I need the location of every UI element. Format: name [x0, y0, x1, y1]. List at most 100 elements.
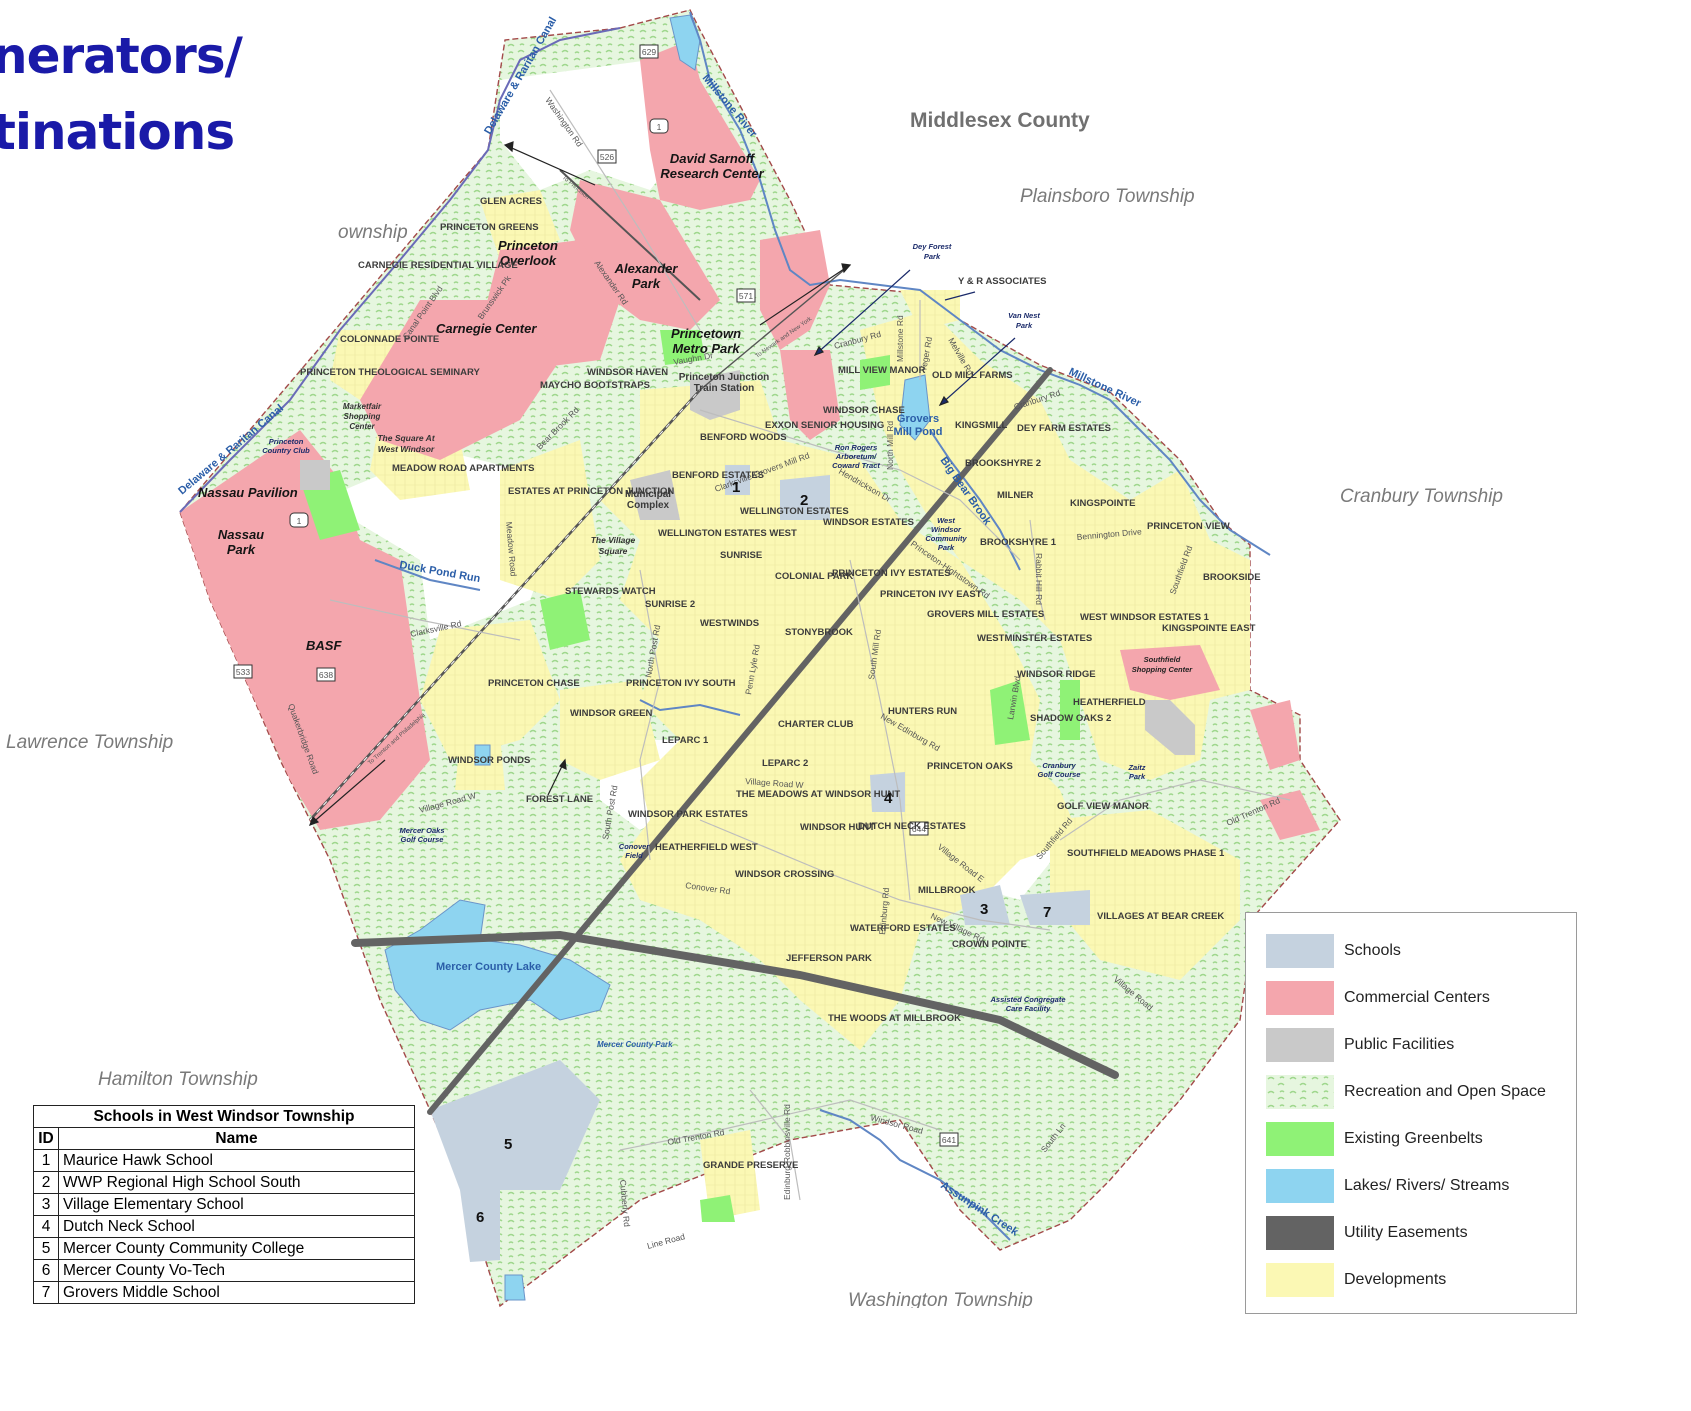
nb-label: SUNRISE: [720, 550, 762, 561]
nb-label: MILNER: [997, 490, 1034, 501]
legend-swatch: [1266, 934, 1334, 968]
neighbor-labels: Middlesex County Plainsboro Township Cra…: [6, 109, 1503, 1308]
svg-text:Meadow Road: Meadow Road: [504, 521, 519, 577]
nb-label: WINDSOR CROSSING: [735, 869, 834, 880]
legend-item-commercial: Commercial Centers: [1266, 980, 1490, 1016]
nb-label: SHADOW OAKS 2: [1030, 713, 1111, 724]
legend-item-utility: Utility Easements: [1266, 1215, 1468, 1251]
nb-label: PRINCETON CHASE: [488, 678, 580, 689]
svg-text:Village Road W: Village Road W: [745, 776, 804, 790]
label-township-partial: ownship: [338, 222, 408, 243]
nb-label: BROOKSIDE: [1203, 572, 1261, 583]
svg-text:Line Road: Line Road: [646, 1231, 686, 1251]
svg-text:644: 644: [912, 824, 926, 834]
township-map: 629 1 526 571 1 533 638 644 641 Middlese…: [6, 9, 1503, 1308]
title-line-2: tinations: [0, 103, 235, 161]
nb-label: MILLBROOK: [918, 885, 976, 896]
label-plainsboro: Plainsboro Township: [1020, 186, 1195, 207]
nb-label: HUNTERS RUN: [888, 706, 957, 717]
shield-icon: 1: [649, 118, 669, 134]
nb-label: WINDSOR HAVEN: [587, 367, 668, 378]
streams: [374, 11, 1271, 1241]
nb-label: WESTWINDS: [700, 618, 759, 629]
nb-label: WELLINGTON ESTATES WEST: [658, 528, 797, 539]
map-legend: Schools Commercial Centers Public Facili…: [1245, 912, 1577, 1314]
column-header-id: ID: [33, 1127, 59, 1150]
neighborhood-labels: GLEN ACRES PRINCETON GREENS CARNEGIE RES…: [300, 196, 1261, 1171]
school-markers: 1 2 3 4 5 6 7: [476, 479, 1051, 1226]
school-marker: 5: [504, 1136, 512, 1153]
nb-label: BENFORD ESTATES: [672, 470, 764, 481]
legend-item-developments: Developments: [1266, 1262, 1446, 1298]
svg-text:North Mill Rd: North Mill Rd: [885, 421, 895, 470]
label-mercer-park: Mercer County Park: [597, 1040, 673, 1049]
nb-label: WINDSOR PONDS: [448, 755, 530, 766]
school-marker: 4: [884, 790, 893, 807]
nb-label: MEADOW ROAD APARTMENTS: [392, 463, 535, 474]
shield-icon: 533: [233, 664, 253, 679]
label-lawrence: Lawrence Township: [6, 732, 173, 753]
nb-label: LEPARC 1: [662, 735, 709, 746]
nb-label: PRINCETON IVY SOUTH: [626, 678, 736, 689]
svg-text:Edinburg-Robbinsville Rd: Edinburg-Robbinsville Rd: [782, 1104, 792, 1200]
legend-item-greenbelts: Existing Greenbelts: [1266, 1121, 1483, 1157]
legend-item-water: Lakes/ Rivers/ Streams: [1266, 1168, 1509, 1204]
nb-label: GOLF VIEW MANOR: [1057, 801, 1149, 812]
label-basf: BASF: [306, 638, 342, 653]
svg-text:Rabbit Hill Rd: Rabbit Hill Rd: [1034, 553, 1044, 605]
legend-swatch: [1266, 1216, 1334, 1250]
nb-label: WINDSOR RIDGE: [1017, 669, 1096, 680]
nb-label: OLD MILL FARMS: [932, 370, 1013, 381]
school-marker: 3: [980, 901, 988, 918]
nb-label: ESTATES AT PRINCETON JUNCTION: [508, 486, 674, 497]
arrows: [308, 141, 1016, 827]
nb-label: COLONIAL PARK: [775, 571, 853, 582]
nb-label: SUNRISE 2: [645, 599, 695, 610]
legend-swatch: [1266, 1122, 1334, 1156]
legend-swatch: [1266, 1075, 1334, 1109]
label-cranbury: Cranbury Township: [1340, 486, 1503, 507]
nb-label: BROOKSHYRE 1: [980, 537, 1057, 548]
school-marker: 1: [732, 479, 740, 496]
roads: [329, 89, 1291, 1201]
nb-label: WINDSOR ESTATES: [823, 517, 914, 528]
nb-label: LEPARC 2: [762, 758, 808, 769]
column-header-name: Name: [58, 1127, 415, 1150]
school-marker: 2: [800, 492, 808, 509]
legend-swatch: [1266, 1028, 1334, 1062]
nb-label: COLONNADE POINTE: [340, 334, 439, 345]
nb-label: CARNEGIE RESIDENTIAL VILLAGE: [358, 260, 518, 271]
legend-item-schools: Schools: [1266, 933, 1401, 969]
nb-label: WESTMINSTER ESTATES: [977, 633, 1092, 644]
nb-label: PRINCETON VIEW: [1147, 521, 1230, 532]
svg-text:571: 571: [739, 291, 753, 301]
nb-label: WINDSOR CHASE: [823, 405, 905, 416]
nb-label: KINGSMILL: [955, 420, 1007, 431]
legend-item-recreation: Recreation and Open Space: [1266, 1074, 1546, 1110]
nb-label: HEATHERFIELD: [1073, 697, 1146, 708]
nb-label: GROVERS MILL ESTATES: [927, 609, 1044, 620]
nb-label: THE MEADOWS AT WINDSOR HUNT: [736, 789, 900, 800]
nb-label: FOREST LANE: [526, 794, 593, 805]
svg-text:526: 526: [600, 152, 614, 162]
